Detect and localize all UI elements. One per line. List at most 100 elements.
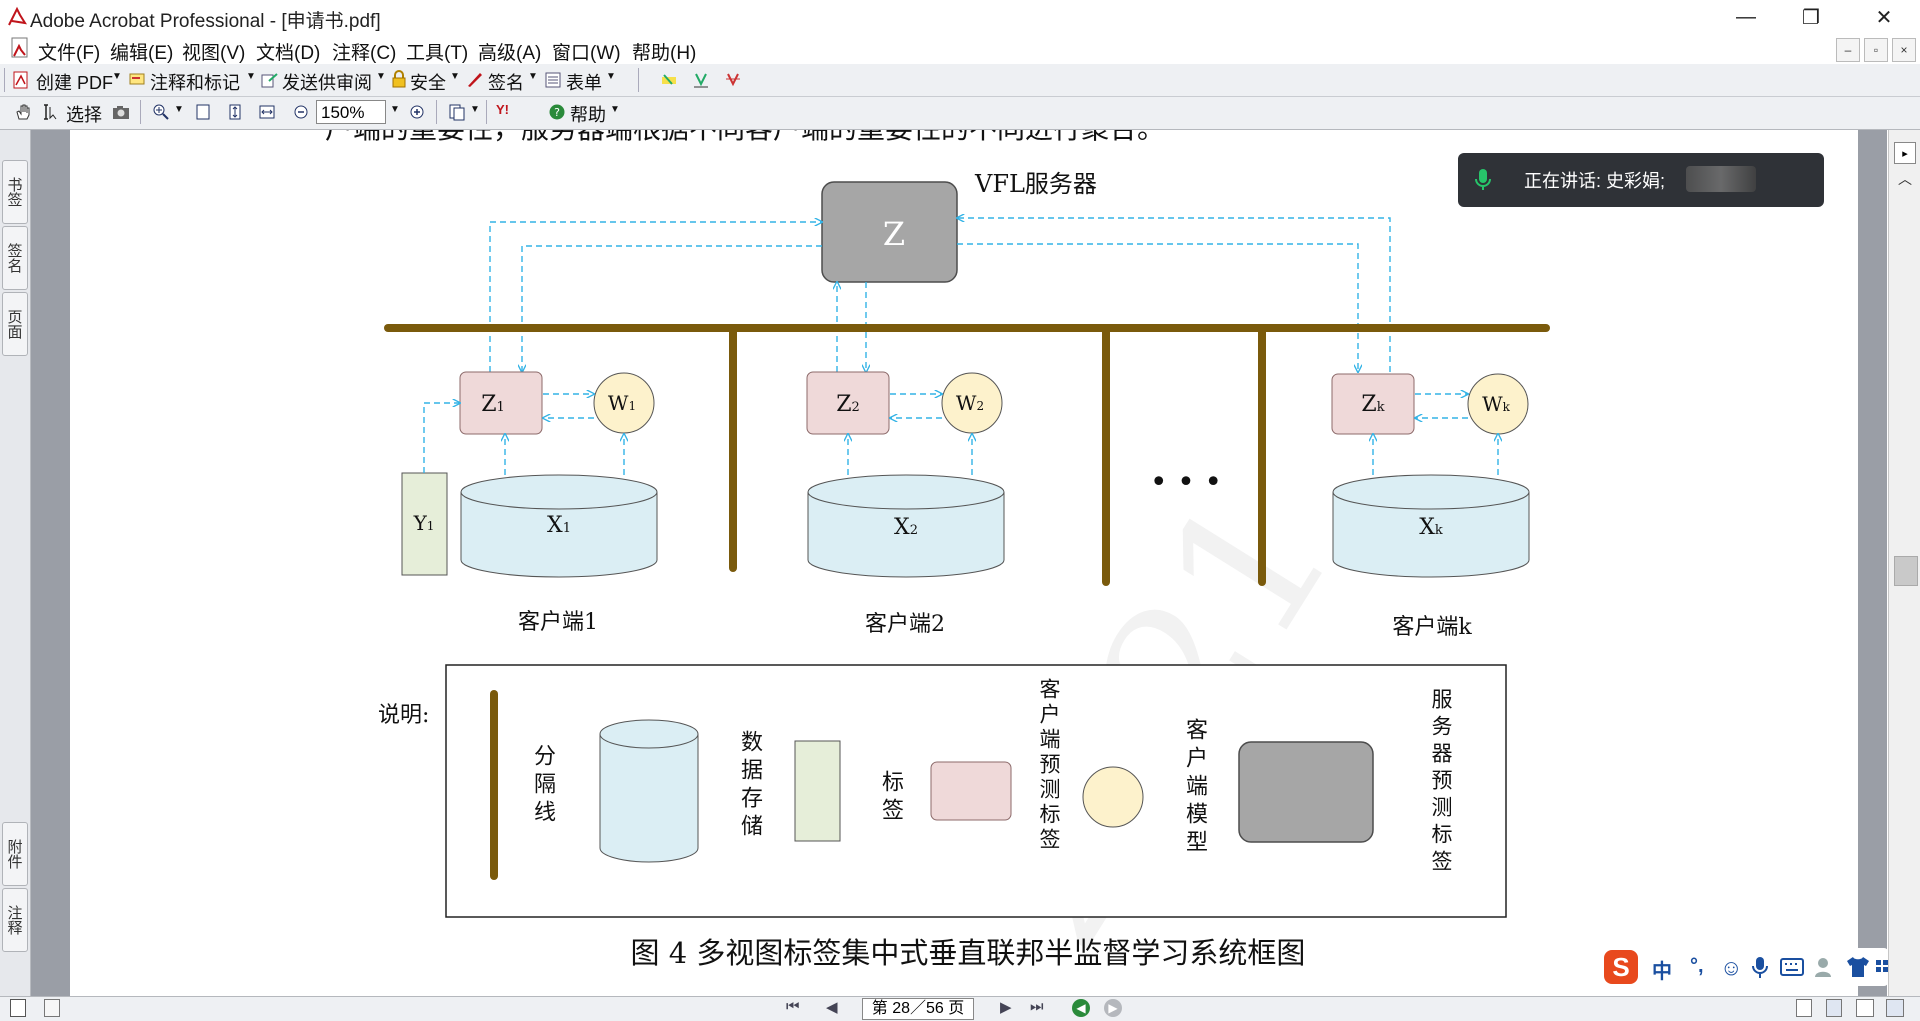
zoom-in-tool-icon[interactable] — [152, 103, 170, 121]
zoom-in-icon[interactable] — [408, 103, 426, 121]
keyboard-icon[interactable] — [1780, 958, 1804, 976]
skin-shirt-icon[interactable] — [1846, 956, 1870, 978]
create-pdf-button[interactable]: 创建 PDF — [36, 73, 114, 93]
help-button[interactable]: 帮助 — [570, 105, 606, 125]
forms-button[interactable]: 表单 — [566, 73, 602, 93]
user-center-icon[interactable] — [1814, 956, 1838, 978]
close-button[interactable]: ✕ — [1875, 6, 1893, 29]
title-bar — [0, 0, 1920, 34]
page-layout-icon[interactable] — [448, 103, 466, 121]
tab-bookmarks[interactable]: 书签 — [2, 160, 28, 224]
voice-input-icon[interactable] — [1752, 956, 1768, 980]
client-k-group: Zk Wk Xk 客户端k — [1331, 373, 1530, 640]
tab-comments[interactable]: 注释 — [2, 888, 28, 952]
menu-tools[interactable]: 工具(T) — [406, 43, 469, 64]
menu-view[interactable]: 视图(V) — [182, 43, 246, 64]
scroll-up-arrow-icon[interactable]: ︿ — [1898, 171, 1912, 187]
go-forward-icon[interactable]: ▶ — [1104, 999, 1122, 1017]
yahoo-toolbar-icon[interactable]: Y! — [496, 102, 509, 117]
body-text-line: 户端的重要性，服务器端根据不同客户端的重要性的不同进行聚合。 — [325, 130, 1165, 145]
emoji-icon[interactable]: ☺ — [1720, 955, 1743, 980]
ime-punctuation-toggle[interactable]: °, — [1690, 955, 1704, 977]
security-button[interactable]: 安全 — [410, 73, 446, 93]
tab-pages-label: 页面 — [5, 309, 24, 339]
single-page-view-icon[interactable] — [1796, 999, 1812, 1017]
review-dropdown-icon[interactable]: ▼ — [376, 71, 386, 82]
clients-ellipsis: • • • — [1150, 465, 1222, 500]
document-icon[interactable] — [8, 36, 32, 60]
legend-title: 说明: — [378, 703, 429, 728]
restore-button[interactable]: ❐ — [1802, 6, 1820, 29]
fit-page-icon[interactable] — [226, 103, 244, 121]
security-dropdown-icon[interactable]: ▼ — [450, 71, 460, 82]
legend-model-label: 客户端模型 — [1182, 718, 1207, 858]
comment-markup-button[interactable]: 注释和标记 — [150, 73, 240, 93]
tab-attachments[interactable]: 附件 — [2, 822, 28, 886]
client-2-x: X2 — [894, 515, 918, 540]
tab-signatures[interactable]: 签名 — [2, 226, 28, 290]
client-1-datastore — [460, 474, 658, 510]
client-k-z: Zk — [1361, 392, 1384, 417]
zoom-level-field[interactable]: 150% — [316, 100, 386, 124]
facing-view-icon[interactable] — [1856, 999, 1874, 1017]
create-pdf-icon — [13, 71, 28, 89]
menu-advanced[interactable]: 高级(A) — [478, 43, 542, 64]
comment-dropdown-icon[interactable]: ▼ — [246, 71, 256, 82]
sogou-logo-icon[interactable]: S — [1604, 950, 1638, 984]
ime-settings-icon[interactable] — [1874, 958, 1890, 978]
toolbar-grip — [4, 68, 5, 92]
minimize-button[interactable]: — — [1736, 5, 1756, 28]
sign-button[interactable]: 签名 — [488, 73, 524, 93]
tab-pages[interactable]: 页面 — [2, 292, 28, 356]
forms-dropdown-icon[interactable]: ▼ — [606, 71, 616, 82]
select-button[interactable]: 选择 — [66, 105, 102, 125]
server-node-label: Z — [883, 215, 905, 253]
split-view-button[interactable]: ▸ — [1894, 142, 1916, 164]
next-page-icon[interactable]: ▶ — [1000, 999, 1012, 1016]
zoom-level-dropdown-icon[interactable]: ▼ — [390, 104, 400, 115]
menu-window[interactable]: 窗口(W) — [552, 43, 621, 64]
zoom-tool-dropdown-icon[interactable]: ▼ — [174, 104, 184, 115]
actual-size-icon[interactable] — [194, 103, 212, 121]
scrollbar-thumb[interactable] — [1894, 556, 1918, 586]
window-title: Adobe Acrobat Professional - [申请书.pdf] — [30, 11, 381, 32]
help-dropdown-icon[interactable]: ▼ — [610, 104, 620, 115]
menu-edit[interactable]: 编辑(E) — [110, 43, 174, 64]
menu-document[interactable]: 文档(D) — [256, 43, 321, 64]
page-size-icon[interactable] — [10, 999, 26, 1017]
last-page-icon[interactable]: ⏭ — [1030, 998, 1044, 1015]
zoom-out-icon[interactable] — [292, 103, 310, 121]
legend-label-label: 标签 — [878, 770, 903, 826]
tab-comments-label: 注释 — [5, 905, 24, 935]
continuous-view-icon[interactable] — [1826, 999, 1842, 1017]
previous-page-icon[interactable]: ◀ — [826, 999, 838, 1016]
go-back-icon[interactable]: ◀ — [1072, 999, 1090, 1017]
menu-file[interactable]: 文件(F) — [38, 43, 101, 64]
fit-width-icon[interactable] — [258, 103, 276, 121]
svg-text:?: ? — [554, 106, 560, 119]
menu-comments[interactable]: 注释(C) — [332, 43, 397, 64]
hand-tool-icon[interactable] — [14, 103, 32, 121]
client-1-model — [593, 372, 655, 434]
client-1-caption: 客户端1 — [518, 610, 598, 635]
doc-restore-button[interactable]: ▫ — [1864, 38, 1888, 62]
send-review-button[interactable]: 发送供审阅 — [282, 73, 372, 93]
continuous-facing-view-icon[interactable] — [1886, 999, 1904, 1017]
underline-text-icon[interactable] — [692, 71, 710, 89]
toolbar-separator-2 — [140, 100, 141, 124]
ime-language-toggle[interactable]: 中 — [1652, 961, 1672, 983]
highlight-icon[interactable] — [660, 71, 678, 89]
doc-minimize-button[interactable]: – — [1836, 38, 1860, 62]
sign-dropdown-icon[interactable]: ▼ — [528, 71, 538, 82]
page-number-field[interactable]: 第 28／56 页 — [862, 998, 974, 1020]
first-page-icon[interactable]: ⏮ — [786, 998, 800, 1015]
comment-markup-icon — [129, 73, 145, 85]
doc-close-button[interactable]: × — [1892, 38, 1916, 62]
strikethrough-icon[interactable] — [724, 71, 742, 89]
legend-model-swatch — [1082, 766, 1144, 828]
page-layout-dropdown-icon[interactable]: ▼ — [470, 104, 480, 115]
menu-help[interactable]: 帮助(H) — [632, 43, 697, 64]
snapshot-camera-icon[interactable] — [112, 103, 130, 121]
document-status-icon[interactable] — [44, 999, 60, 1017]
create-pdf-dropdown-icon[interactable]: ▼ — [112, 71, 122, 82]
